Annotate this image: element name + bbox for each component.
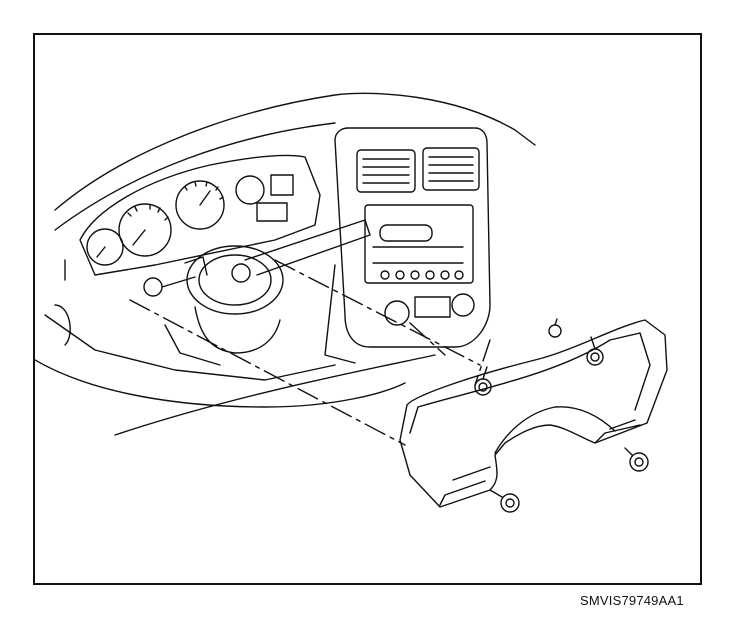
screw-icon bbox=[587, 337, 603, 365]
exploded-view-illustration bbox=[35, 35, 700, 583]
screw-icon bbox=[549, 319, 561, 337]
diagram-frame bbox=[33, 33, 702, 585]
instrument-cluster-icon bbox=[80, 155, 320, 275]
center-stack-icon bbox=[325, 128, 490, 363]
cluster-bezel-icon bbox=[400, 320, 667, 507]
figure-code: SMVIS79749AA1 bbox=[580, 593, 684, 608]
screw-icon bbox=[625, 448, 648, 471]
screw-icon bbox=[475, 367, 491, 395]
steering-column-icon bbox=[144, 220, 370, 365]
dashboard-icon bbox=[35, 93, 535, 435]
leader-lines bbox=[130, 260, 490, 445]
screw-icon bbox=[490, 490, 519, 512]
